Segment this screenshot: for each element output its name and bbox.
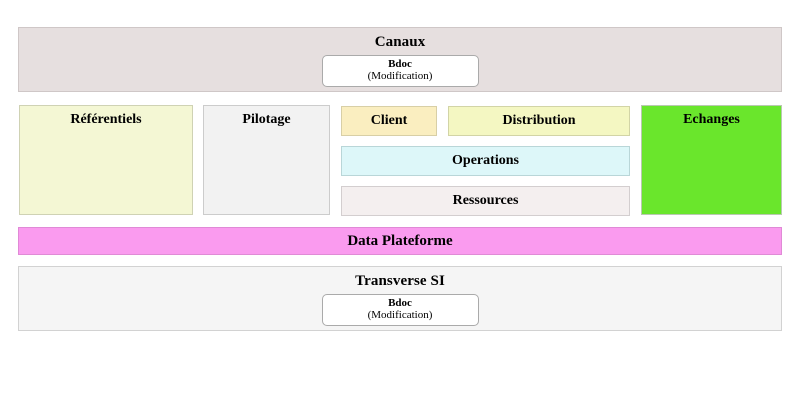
- transverse-si-bdoc-box[interactable]: Bdoc (Modification): [321, 293, 479, 326]
- transverse-si-bdoc-subtitle: (Modification): [367, 308, 433, 321]
- block-echanges[interactable]: Echanges: [641, 105, 782, 215]
- band-data-plateforme[interactable]: Data Plateforme: [18, 227, 782, 255]
- block-client-label: Client: [370, 113, 408, 128]
- band-transverse-si[interactable]: Transverse SI Bdoc (Modification): [18, 266, 782, 331]
- block-distribution-label: Distribution: [502, 113, 576, 128]
- band-canaux[interactable]: Canaux Bdoc (Modification): [18, 27, 782, 92]
- block-pilotage[interactable]: Pilotage: [203, 105, 330, 215]
- band-transverse-si-title: Transverse SI: [355, 273, 445, 289]
- block-operations-label: Operations: [452, 153, 519, 168]
- block-referentiels-label: Référentiels: [70, 112, 142, 127]
- band-canaux-title: Canaux: [374, 34, 426, 50]
- block-echanges-label: Echanges: [683, 112, 740, 127]
- block-distribution[interactable]: Distribution: [448, 106, 630, 136]
- block-referentiels[interactable]: Référentiels: [19, 105, 193, 215]
- block-pilotage-label: Pilotage: [242, 112, 291, 127]
- canaux-bdoc-box[interactable]: Bdoc (Modification): [321, 54, 479, 87]
- canaux-bdoc-subtitle: (Modification): [367, 69, 433, 82]
- canaux-bdoc-title: Bdoc: [388, 58, 412, 71]
- transverse-si-bdoc-title: Bdoc: [388, 297, 412, 310]
- band-data-plateforme-label: Data Plateforme: [347, 232, 453, 249]
- block-ressources-label: Ressources: [452, 193, 519, 208]
- block-ressources[interactable]: Ressources: [341, 186, 630, 216]
- block-operations[interactable]: Operations: [341, 146, 630, 176]
- block-client[interactable]: Client: [341, 106, 437, 136]
